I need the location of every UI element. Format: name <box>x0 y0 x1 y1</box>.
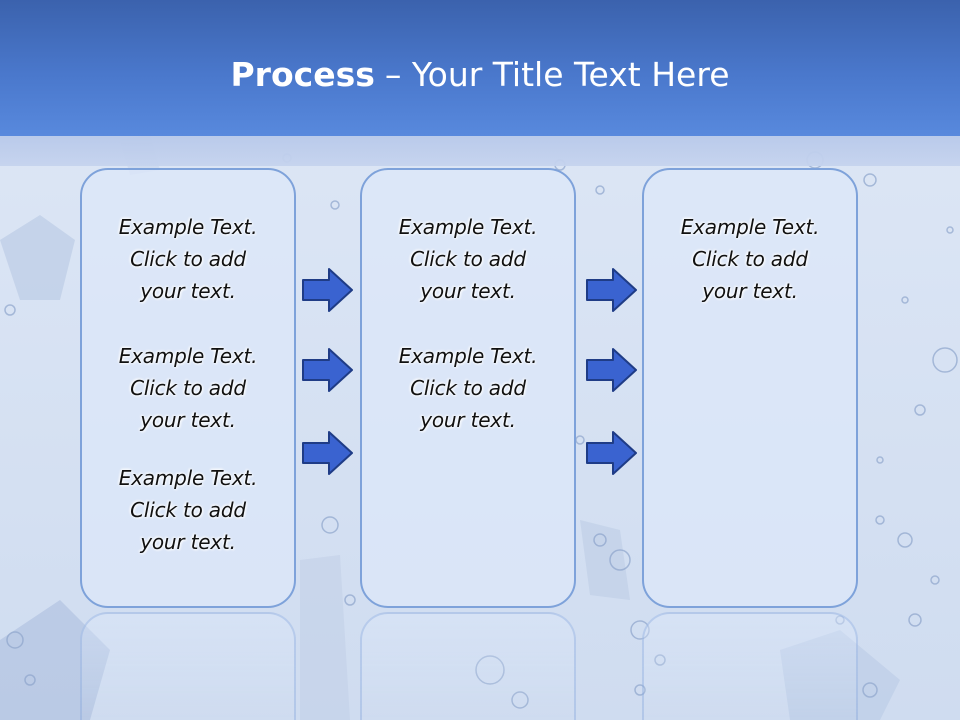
text-line: your text. <box>420 408 516 432</box>
process-box-3[interactable] <box>642 168 858 608</box>
text-line: your text. <box>702 279 798 303</box>
text-line: Example Text. <box>398 344 538 368</box>
text-line: Click to add <box>130 247 246 271</box>
process-box-2[interactable] <box>360 168 576 608</box>
text-line: Click to add <box>130 376 246 400</box>
text-line: Example Text. <box>118 466 258 490</box>
right-arrow-icon[interactable] <box>302 348 354 392</box>
page-title[interactable]: Process– Your Title Text Here <box>0 52 960 98</box>
text-line: Example Text. <box>398 215 538 239</box>
right-arrow-icon[interactable] <box>586 348 638 392</box>
text-block[interactable]: Example Text. Click to add your text. <box>642 211 858 307</box>
text-line: Example Text. <box>680 215 820 239</box>
title-bold: Process <box>230 55 375 94</box>
text-line: Example Text. <box>118 344 258 368</box>
title-rest: – Your Title Text Here <box>384 55 730 94</box>
text-block[interactable]: Example Text. Click to add your text. <box>80 462 296 558</box>
text-line: your text. <box>140 408 236 432</box>
text-block[interactable]: Example Text. Click to add your text. <box>360 211 576 307</box>
right-arrow-icon[interactable] <box>302 431 354 475</box>
box-reflection-1 <box>80 612 296 720</box>
box-reflection-2 <box>360 612 576 720</box>
text-line: your text. <box>140 279 236 303</box>
right-arrow-icon[interactable] <box>586 268 638 312</box>
right-arrow-icon[interactable] <box>586 431 638 475</box>
text-line: your text. <box>140 530 236 554</box>
text-line: Example Text. <box>118 215 258 239</box>
text-block[interactable]: Example Text. Click to add your text. <box>80 340 296 436</box>
text-line: Click to add <box>692 247 808 271</box>
title-bar <box>0 0 960 136</box>
text-line: Click to add <box>410 247 526 271</box>
header-band <box>0 136 960 166</box>
process-box-1[interactable] <box>80 168 296 608</box>
box-reflection-3 <box>642 612 858 720</box>
text-line: your text. <box>420 279 516 303</box>
text-block[interactable]: Example Text. Click to add your text. <box>80 211 296 307</box>
right-arrow-icon[interactable] <box>302 268 354 312</box>
text-line: Click to add <box>130 498 246 522</box>
text-block[interactable]: Example Text. Click to add your text. <box>360 340 576 436</box>
text-line: Click to add <box>410 376 526 400</box>
